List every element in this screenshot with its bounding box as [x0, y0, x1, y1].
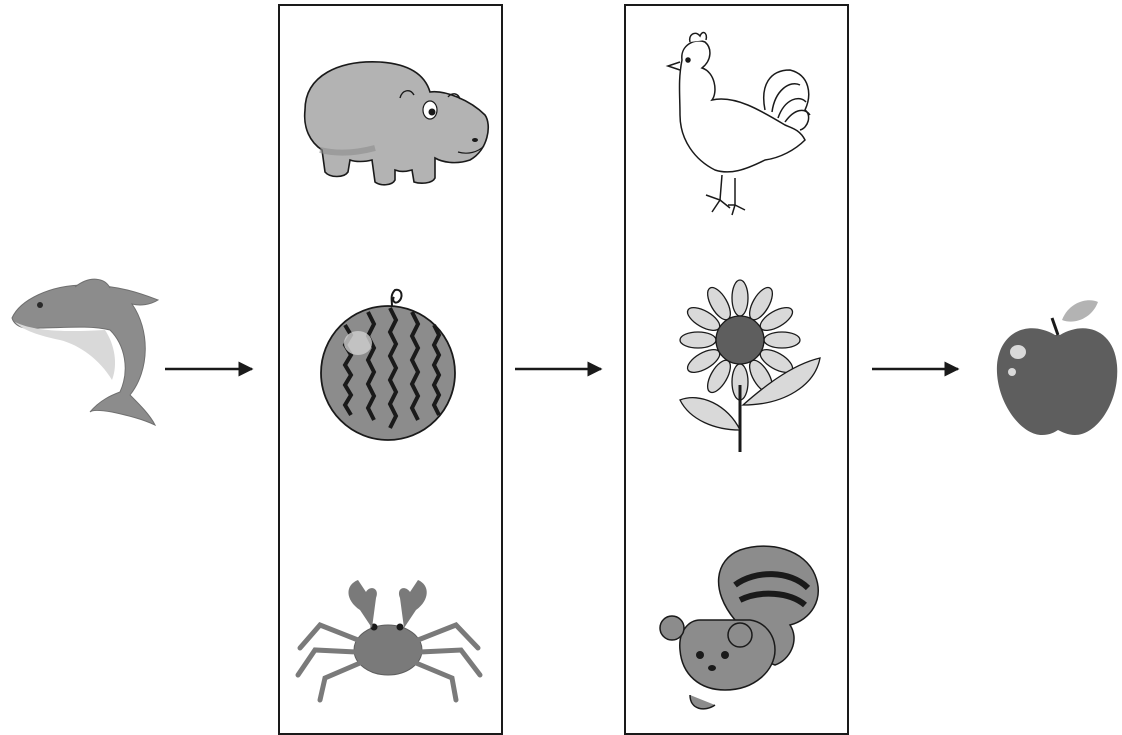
- rooster-icon: [668, 33, 810, 215]
- watermelon-icon: [321, 290, 455, 440]
- apple-icon: [997, 300, 1117, 435]
- dolphin-icon: [12, 279, 158, 425]
- sunflower-icon: [680, 280, 820, 452]
- crab-icon: [298, 580, 480, 700]
- hippo-icon: [305, 62, 489, 185]
- chipmunk-icon: [660, 546, 818, 709]
